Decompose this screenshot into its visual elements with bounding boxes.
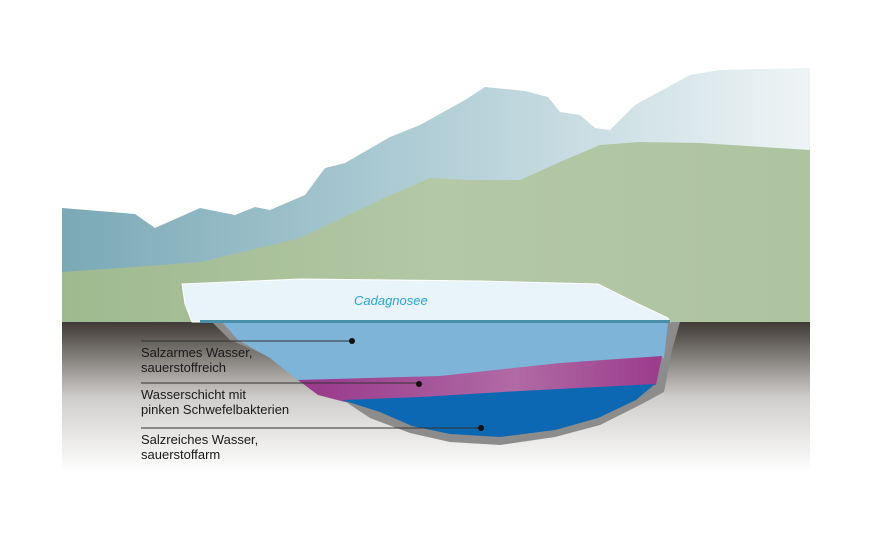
marker-dot <box>478 425 484 431</box>
deep-water <box>342 384 655 437</box>
leader-lines <box>141 340 481 429</box>
layer-label-line: Salzarmes Wasser, <box>141 345 253 360</box>
layer-label-line: sauerstoffreich <box>141 360 227 375</box>
ice-surface <box>181 278 671 323</box>
pink-bacteria-layer <box>298 356 662 402</box>
layer-label-pink: Wasserschicht mit pinken Schwefelbakteri… <box>141 387 289 417</box>
marker-dot <box>416 381 422 387</box>
layer-label-line: pinken Schwefelbakterien <box>141 402 290 417</box>
layer-label-deep: Salzreiches Wasser, sauerstoffarm <box>141 432 258 462</box>
layer-label-upper: Salzarmes Wasser, sauerstoffreich <box>141 345 253 375</box>
upper-water <box>222 322 668 382</box>
water-surface-line <box>200 320 670 323</box>
marker-dot <box>349 338 355 344</box>
layer-label-line: Salzreiches Wasser, <box>141 432 259 447</box>
layer-label-line: sauerstoffarm <box>141 447 221 462</box>
green-hills <box>62 142 810 322</box>
lake-name-label: Cadagnosee <box>354 293 428 308</box>
layer-label-line: Wasserschicht mit <box>141 387 246 402</box>
